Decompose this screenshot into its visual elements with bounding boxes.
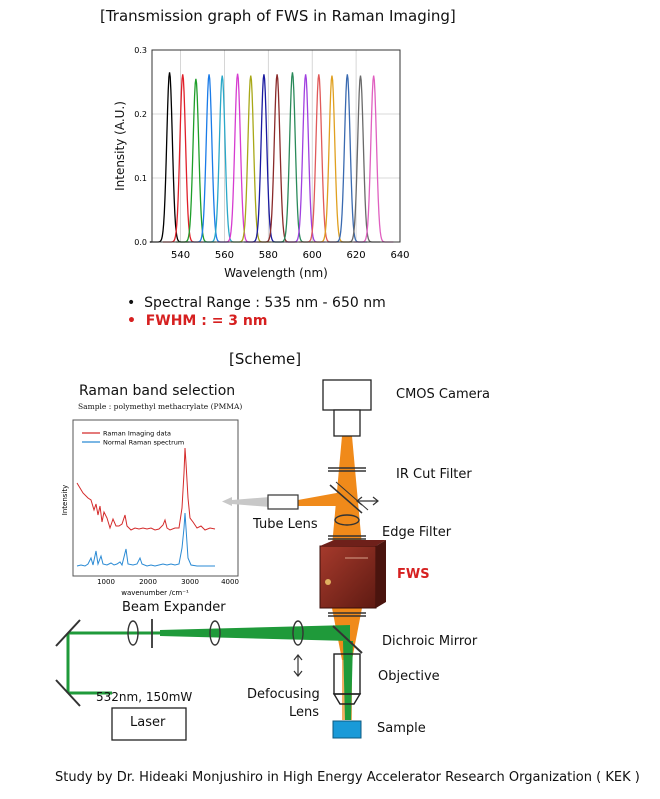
fws-device — [319, 545, 377, 609]
raman-sample-note: Sample : polymethyl methacrylate (PMMA) — [78, 402, 243, 411]
raman-chart-frame — [72, 419, 239, 577]
objective-tip — [332, 693, 362, 705]
fwhm-text: FWHM : = 3 nm — [145, 313, 268, 329]
label-edge-filter: Edge Filter — [382, 525, 452, 540]
x-tick-label-1: 560 — [215, 250, 234, 261]
transmission-peak-2 — [176, 78, 216, 243]
transmission-peak-11 — [299, 74, 339, 243]
x-ticks: 540 560 580 600 620 640 — [171, 250, 410, 261]
spectral-range-text: Spectral Range : 535 nm - 650 nm — [144, 295, 386, 311]
transmission-chart: 540 560 580 600 620 640 0.0 0.1 0.2 0.3 Waveleng… — [113, 46, 410, 280]
transmission-peak-10 — [285, 74, 326, 243]
label-beam-expander: Beam Expander — [122, 600, 226, 615]
beam-expander-lens-1 — [127, 620, 139, 646]
raman-inset-title: Raman band selection — [79, 383, 236, 399]
label-defocusing-lens: Lens — [289, 705, 320, 720]
raman-x-tick-3000: 3000 — [181, 578, 199, 586]
raman-spectrum-chart: Raman Imaging data Normal Raman spectrum… — [61, 419, 239, 597]
optical-scheme-diagram — [55, 379, 386, 741]
raman-imaging-series — [76, 447, 216, 531]
emission-beam-side — [298, 492, 346, 506]
mirror-lower — [55, 679, 81, 707]
raman-x-tick-1000: 1000 — [97, 578, 115, 586]
raman-legend-1: Raman Imaging data — [103, 430, 171, 438]
x-tick-label-0: 540 — [171, 250, 190, 261]
y-tick-label-2: 0.2 — [134, 110, 147, 119]
bullet-glyph: • — [127, 313, 136, 329]
raman-x-tick-4000: 4000 — [221, 578, 239, 586]
raman-x-tick-2000: 2000 — [139, 578, 157, 586]
spec-spectral-range: • Spectral Range : 535 nm - 650 nm — [127, 295, 386, 311]
beam-expander-lens-2 — [209, 620, 221, 646]
label-fws: FWS — [397, 567, 430, 582]
beam-splitter-back — [335, 481, 369, 511]
dichroic-mirror — [332, 625, 363, 654]
laser-beam-down — [343, 641, 353, 720]
raman-x-label: wavenumber /cm⁻¹ — [121, 589, 189, 597]
y-ticks: 0.0 0.1 0.2 0.3 — [134, 46, 147, 247]
y-tick-label-1: 0.1 — [134, 174, 147, 183]
label-laser: Laser — [130, 715, 166, 730]
credit-line: Study by Dr. Hideaki Monjushiro in High … — [55, 770, 640, 785]
label-laser-spec: 532nm, 150mW — [96, 690, 193, 704]
camera-lens-mount — [333, 409, 361, 437]
bullet-glyph: • — [127, 295, 136, 311]
label-tube-lens: Tube Lens — [253, 517, 318, 532]
laser-box — [111, 707, 187, 741]
y-axis-label: Intensity (A.U.) — [113, 101, 127, 191]
x-axis-label: Wavelength (nm) — [224, 266, 328, 280]
transmission-peak-15 — [353, 75, 394, 243]
x-tick-label-2: 580 — [259, 250, 278, 261]
y-tick-label-0: 0.0 — [134, 238, 147, 247]
label-ir-cut-filter: IR Cut Filter — [396, 467, 472, 482]
transmission-peak-7 — [244, 74, 284, 243]
transmission-peak-14 — [340, 75, 381, 243]
transmission-peak-6 — [231, 75, 271, 243]
chart-peaks — [149, 72, 394, 243]
y-tick-label-3: 0.3 — [134, 46, 147, 55]
mirror-upper — [55, 619, 81, 647]
label-defocusing: Defocusing — [247, 687, 320, 702]
output-arrow-shaft — [232, 497, 270, 507]
output-arrow-head — [222, 497, 232, 506]
transmission-peak-3 — [189, 74, 229, 243]
focusing-lens — [334, 514, 360, 526]
spec-fwhm: • FWHM : = 3 nm — [127, 313, 267, 329]
transmission-peak-0 — [149, 72, 190, 243]
transmission-peak-1 — [162, 74, 203, 243]
raman-normal-series — [76, 512, 215, 567]
sample-block — [332, 720, 362, 739]
page-title: [Transmission graph of FWS in Raman Imag… — [100, 7, 456, 25]
raman-y-label: Intensity — [61, 485, 69, 515]
label-cmos-camera: CMOS Camera — [396, 387, 490, 402]
defocusing-lens — [292, 620, 304, 646]
label-objective: Objective — [378, 669, 440, 684]
raman-legend-2: Normal Raman spectrum — [103, 439, 184, 447]
scheme-title: [Scheme] — [229, 350, 302, 368]
laser-beam-expanded — [160, 625, 350, 641]
x-tick-label-5: 640 — [390, 250, 409, 261]
x-tick-label-4: 620 — [347, 250, 366, 261]
camera-body — [322, 379, 372, 411]
beam-splitter — [329, 484, 363, 514]
label-dichroic-mirror: Dichroic Mirror — [382, 634, 478, 649]
tube-lens — [267, 494, 299, 510]
chart-frame — [151, 49, 401, 243]
label-sample: Sample — [377, 721, 426, 736]
x-tick-label-3: 600 — [303, 250, 322, 261]
